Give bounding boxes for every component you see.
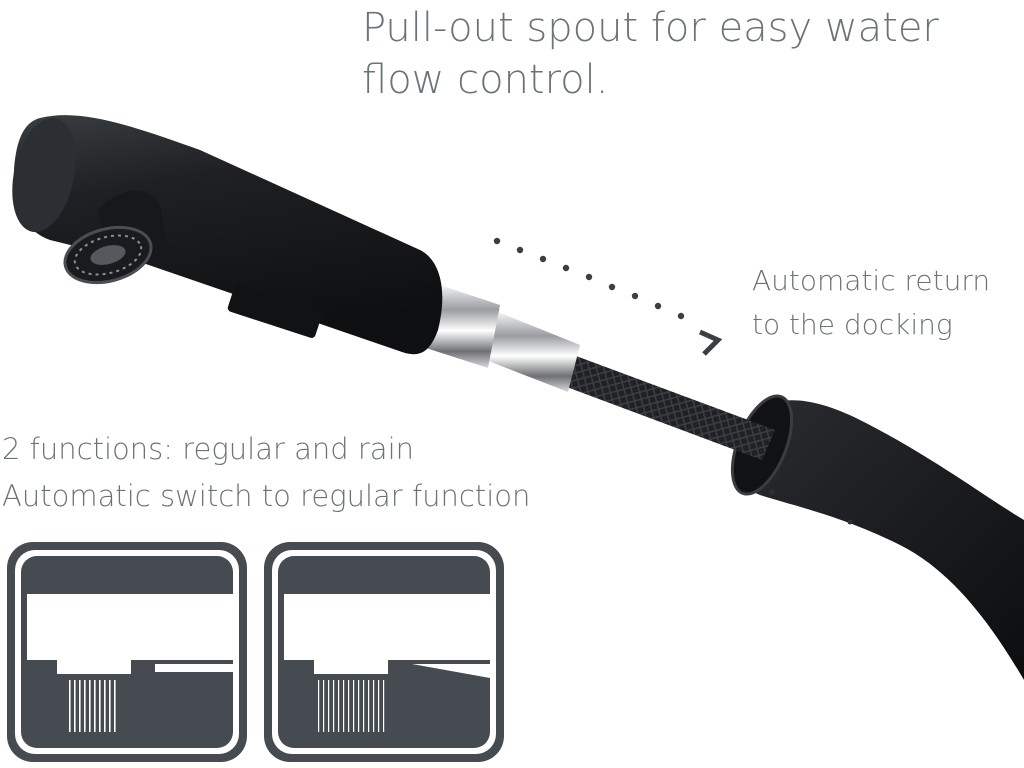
- regular-function-icon: [7, 542, 247, 762]
- functions-caption: 2 functions: regular and rain Automatic …: [2, 426, 530, 520]
- headline: Pull-out spout for easy water flow contr…: [362, 2, 939, 106]
- spray-nozzle: [63, 225, 153, 285]
- headline-line-1: Pull-out spout for easy water: [362, 5, 939, 51]
- rain-function-icon: [264, 542, 504, 762]
- docking-caption-line-1: Automatic return: [752, 264, 991, 297]
- rain-spray: [318, 680, 385, 732]
- functions-caption-line-1: 2 functions: regular and rain: [2, 432, 415, 466]
- dotted-arrow-icon: [493, 237, 723, 356]
- headline-line-2: flow control.: [362, 57, 609, 103]
- docking-caption: Automatic return to the docking: [752, 259, 990, 347]
- chrome-collar: [426, 285, 580, 392]
- regular-stream: [69, 680, 116, 732]
- braided-hose: [548, 350, 775, 460]
- spout-head: [12, 115, 443, 355]
- functions-caption-line-2: Automatic switch to regular function: [2, 479, 531, 513]
- docking-caption-line-2: to the docking: [752, 308, 953, 341]
